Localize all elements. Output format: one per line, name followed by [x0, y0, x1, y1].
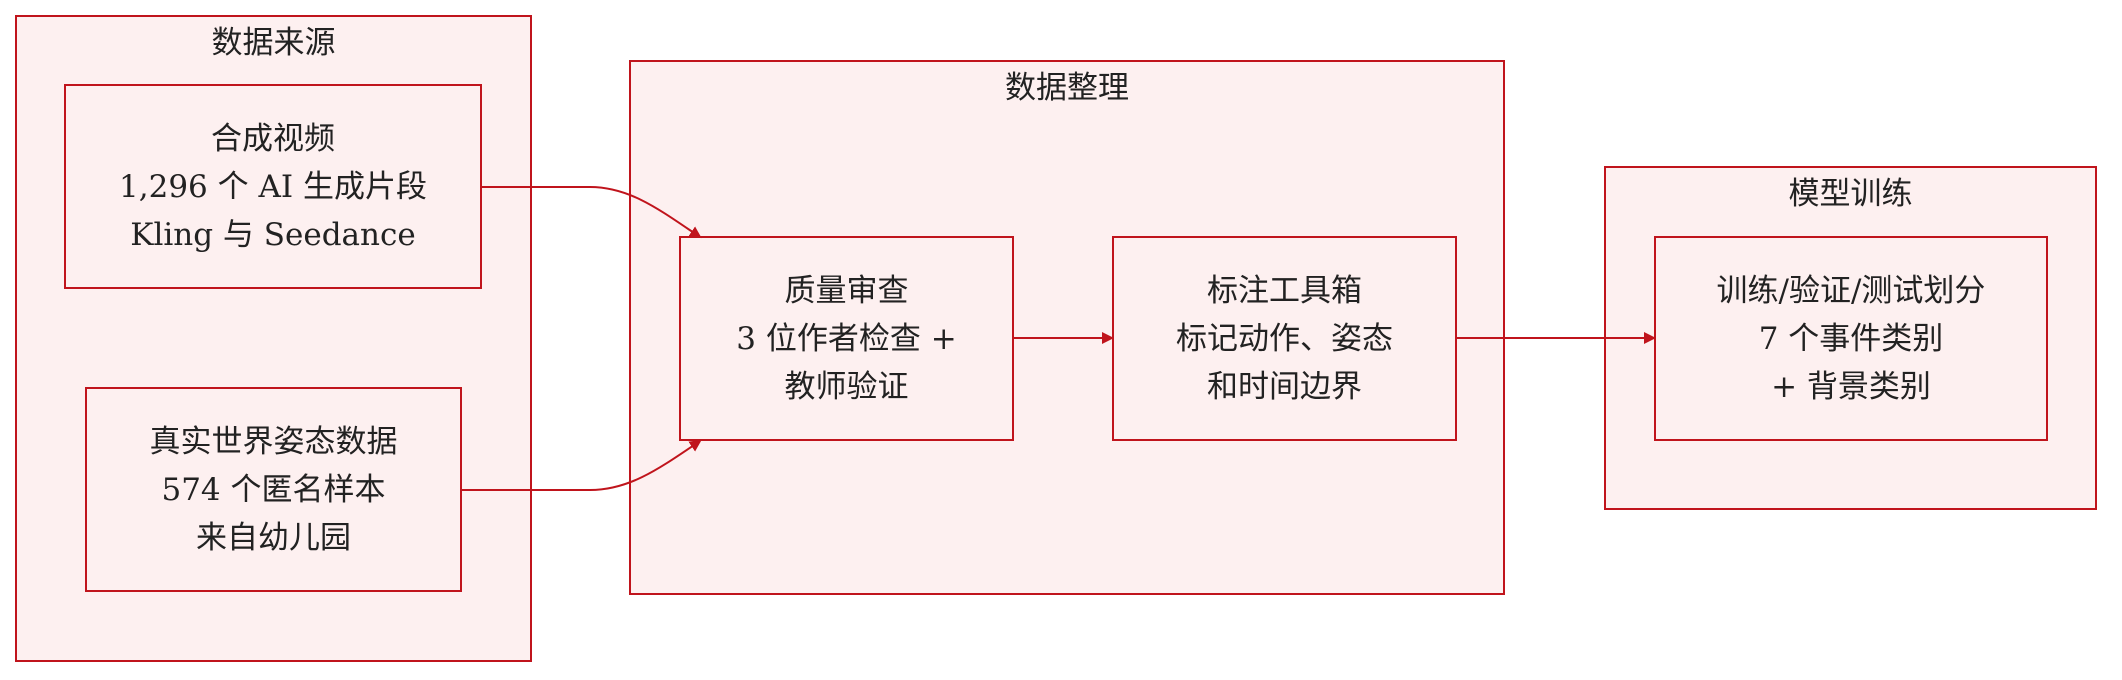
node-line: 质量审查: [784, 272, 909, 309]
node-line: 7 个事件类别: [1758, 320, 1944, 357]
node-line: 训练/验证/测试划分: [1716, 272, 1986, 309]
node-line: Kling 与 Seedance: [130, 216, 416, 253]
cluster-title: 数据来源: [211, 25, 336, 61]
node-line: 教师验证: [784, 368, 909, 405]
node-line: 合成视频: [211, 120, 335, 157]
node-line: + 背景类别: [1771, 368, 1931, 405]
node-synthetic-videos: 合成视频 1,296 个 AI 生成片段 Kling 与 Seedance: [64, 84, 482, 289]
node-real-world-pose-data: 真实世界姿态数据 574 个匿名样本 来自幼儿园: [85, 387, 462, 592]
cluster-title: 模型训练: [1788, 176, 1913, 212]
node-line: 1,296 个 AI 生成片段: [119, 168, 427, 205]
node-annotation-toolbox: 标注工具箱 标记动作、姿态 和时间边界: [1112, 236, 1457, 441]
node-line: 和时间边界: [1207, 368, 1362, 405]
node-line: 574 个匿名样本: [161, 471, 386, 508]
edge-synthetic-to-quality: [482, 186, 702, 239]
node-line: 标注工具箱: [1207, 272, 1362, 309]
node-line: 来自幼儿园: [196, 519, 351, 556]
node-line: 真实世界姿态数据: [149, 423, 398, 460]
node-line: 3 位作者检查 +: [736, 320, 957, 357]
node-dataset-split: 训练/验证/测试划分 7 个事件类别 + 背景类别: [1654, 236, 2048, 441]
node-line: 标记动作、姿态: [1176, 320, 1393, 357]
edge-realworld-to-quality: [462, 439, 702, 491]
node-quality-review: 质量审查 3 位作者检查 + 教师验证: [679, 236, 1014, 441]
cluster-title: 数据整理: [1005, 70, 1129, 106]
